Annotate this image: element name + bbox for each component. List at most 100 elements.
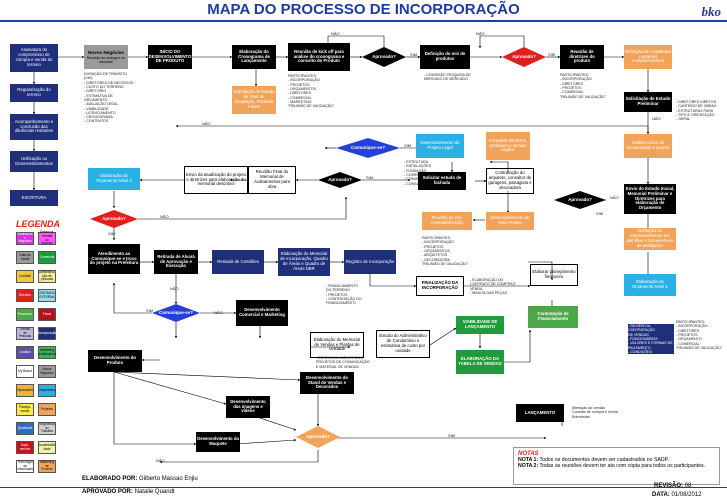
- flow-label-sim-3: SIM: [404, 143, 412, 148]
- memorial-vendas-box: Elaboração do Memorial de Vendas e Plant…: [310, 332, 364, 358]
- acompanhamento-label: Acompanhamento e conclusão das diluência…: [14, 118, 54, 134]
- legend-item: Projetos: [38, 403, 56, 416]
- contratacao-arquiteto-box: Contratação do arquiteto, consultor de g…: [486, 168, 534, 194]
- comercial-marketing-label: Desenvolvimento Comercial e Marketing: [239, 307, 285, 317]
- flow-label-nao-2: NÃO: [476, 31, 485, 36]
- terreno-assinatura-box: Assinatura do compromisso de compra e ve…: [10, 44, 58, 72]
- note-2-text: Todas as reuniões devem ter ata com cópi…: [539, 463, 706, 469]
- envio-atualizacao-box: Envio da atualização do projeto e diretr…: [184, 166, 248, 194]
- decision-aprovado-5-label: Aprovado?: [102, 215, 126, 221]
- legend-item: Marketing Institucional: [38, 346, 56, 359]
- flow-label-nao-8: NÃO: [214, 310, 223, 315]
- legend-item: Jurídico: [16, 346, 34, 359]
- definicao-empreendimento-label: Definição do empreendimento em planilhas…: [626, 228, 674, 248]
- legend-item: My Brand: [16, 365, 34, 378]
- legend-item: Operações: [16, 384, 34, 397]
- data-value: 01/08/2012: [671, 492, 702, 498]
- ante-projeto-box: Desenvolvimento do Ante Projeto: [486, 212, 534, 230]
- contratacao-arquiteto-label: Contratação do arquiteto, consultor de g…: [488, 170, 532, 190]
- memorial-vendas-label: Elaboração do Memorial de Vendas e Plant…: [313, 336, 361, 352]
- decision-aprovado-4-label: Aprovado?: [568, 196, 592, 202]
- legend-item: Sustentabili-dade: [38, 441, 56, 454]
- legend-item: Desenvol. vendas do Negócio: [38, 230, 56, 246]
- legend-item: Contábil: [16, 270, 34, 283]
- regularizacao-label: Regularização do terreno: [17, 87, 51, 97]
- legend-item: Fiscal: [38, 308, 56, 321]
- arquitetura-box: Definição de Arquitetura e projetos comp…: [624, 45, 672, 69]
- aprovado-label: APROVADO POR:: [82, 489, 133, 495]
- novos-negocios-box: Novos Negócios Reunião de prologue do me…: [84, 45, 128, 69]
- maquete-box: Desenvolvimento da Maquete: [196, 432, 240, 452]
- tabela-vendas-note: - REVIEW DA CONTRATAÇÃO DE VENDAS - FUNC…: [628, 324, 674, 355]
- revisao-label: REVISÃO:: [654, 483, 684, 489]
- escritura-label: ESCRITURA: [21, 194, 47, 200]
- estudo-fachada-label: Solicitar estudo de fachada: [422, 175, 462, 185]
- finalizacao-incorporacao-label: FINALIZAÇÃO DA INCORPORAÇÃO: [421, 280, 459, 290]
- memorial-acabamento-label: Reunião Final do Memorial de Acabamentos…: [253, 169, 291, 189]
- unificacao-label: Unificação ou Desmembramentos: [15, 155, 53, 166]
- legend-item: Novos Negócios: [38, 365, 56, 378]
- acompanhamento-box: Acompanhamento e conclusão das diluência…: [10, 114, 58, 140]
- diretrizes-produto-box: Reunião de diretrizes do produto: [560, 45, 604, 69]
- kickoff-participantes-note: PARTICIPANTES: - INCORPORAÇÃO - PROJETOS…: [288, 74, 335, 109]
- analise-critica-box: Análise crítica de incorporação e projet…: [624, 134, 672, 158]
- definicao-empreendimento-box: Definição do empreendimento em planilhas…: [624, 228, 676, 250]
- flow-label-nao-1: NÃO: [331, 31, 340, 36]
- pre-compat-participantes-note: PARTICIPANTES: - INCORPORAÇÃO - PROJETOS…: [422, 236, 469, 266]
- orcamento-nivel1-label: Elaboração do Orçamento Nível 1: [632, 279, 668, 289]
- legend-item: Supri-mentos: [16, 441, 34, 454]
- consultar-diretrizes-label: Consultar diretrizes, prefeitura e demai…: [488, 137, 528, 153]
- flow-label-nao-4: NÃO: [652, 116, 661, 121]
- elaborado-label: ELABORADO POR:: [82, 476, 138, 482]
- footer-revisao: REVISÃO: 08: [654, 483, 691, 489]
- flow-label-nao-7: NÃO: [170, 286, 179, 291]
- decision-aprovado-2-label: Aprovado?: [512, 53, 536, 59]
- company-logo: bko: [701, 4, 722, 19]
- maquete-label: Desenvolvimento da Maquete: [197, 436, 239, 446]
- decision-comunique-2-label: Comunique-se?: [158, 309, 193, 315]
- analise-critica-label: Análise crítica de incorporação e projet…: [626, 140, 670, 150]
- viabilidade-box: VIABILIDADE DE LANÇAMENTO: [456, 316, 504, 334]
- legend-item: Diretoria: [16, 289, 34, 302]
- finalizacao-incorporacao-box: FINALIZAÇÃO DA INCORPORAÇÃO: [416, 276, 464, 296]
- desenvolvimento-produto-box: Desenvolvimento do Produto: [88, 350, 142, 372]
- envio-estudo-inicial-box: Envio do Estudo Inicial, Memorial Prelim…: [624, 184, 676, 214]
- flow-label-sim-1: SIM: [410, 52, 418, 57]
- memorial-acabamento-box: Reunião Final do Memorial de Acabamentos…: [248, 166, 296, 194]
- alvara-box: Retirada de Alvará de Aprovação e Execuç…: [154, 250, 198, 274]
- novos-negocios-sublabel: Reunião de prologue do mercado: [86, 55, 126, 64]
- note-1-label: NOTA 1:: [518, 457, 539, 463]
- orcamento-nivel2-box: Elaboração do Orçamento Nível 2: [88, 168, 140, 190]
- stand-vendas-label: Desenvolvimento do Stand de Vendas e Dec…: [305, 374, 349, 390]
- revisao-value: 08: [684, 483, 692, 489]
- flow-label-sim-6: SIM: [108, 231, 116, 236]
- legend-item: Tecnologia da Informação: [16, 460, 34, 473]
- aprovado-value: Natalie Quandt: [134, 489, 175, 495]
- inicio-desenvolvimento-box: INÍCIO DO DESENVOLVIMENTO DE PRODUTO: [148, 45, 192, 69]
- lancamento-note: Alteração do vendas Contrato de compra e…: [572, 406, 618, 419]
- kickoff-label: Reunião de kick off para análise do cron…: [293, 48, 345, 64]
- legend-item: Marketing de Produto: [38, 460, 56, 473]
- projeto-legal-box: Desenvolvimento do Projeto Legal: [416, 134, 464, 158]
- legend-title: LEGENDA: [16, 219, 61, 229]
- tabela-vendas-box: ELABORAÇÃO DA TABELA DE VENDAS: [456, 350, 504, 374]
- atendimento-comunique-box: Atendimento ao Comunique-se e troca do p…: [88, 244, 140, 274]
- mix-produtos-box: Definição do mix de produtos: [420, 45, 470, 69]
- footer-elaborado: ELABORADO POR: Gilberto Massao Enjiu: [82, 476, 198, 482]
- memorial-vendas-note: - DESENVOLVIMENTO DOS PROJETOS DE COMUNI…: [316, 356, 370, 369]
- notes-box: NOTAS NOTA 1: Todos os documentos devem …: [513, 447, 720, 485]
- legend-item: Administra-ção de pessoas: [38, 270, 56, 283]
- planejamento-financeiro-box: Elaborar planejamento financeiro: [530, 264, 578, 286]
- registro-note: - FINANCIAMENTO DO TERRENO - PROJETOS - …: [326, 284, 362, 306]
- terreno-assinatura-label: Assinatura do compromisso de compra e ve…: [15, 47, 53, 67]
- decision-aprovado-3-label: Aprovado?: [328, 176, 352, 182]
- registro-incorporacao-box: Registro de Incorporação: [344, 250, 396, 274]
- memorial-incorporacao-box: Elaboração do Memorial de Incorporação, …: [278, 248, 330, 276]
- elaborado-value: Gilberto Massao Enjiu: [139, 476, 198, 482]
- estudo-area-box: Solicitação do Estudo de Área de Ocupaçã…: [232, 86, 276, 114]
- lancamento-box: LANÇAMENTO: [516, 404, 564, 422]
- registro-incorporacao-label: Registro de Incorporação: [345, 258, 395, 264]
- title-divider: [0, 20, 727, 22]
- pre-compatibilizacao-box: Reunião de pré-compatibilização: [422, 212, 472, 230]
- unificacao-box: Unificação ou Desmembramentos: [10, 151, 58, 172]
